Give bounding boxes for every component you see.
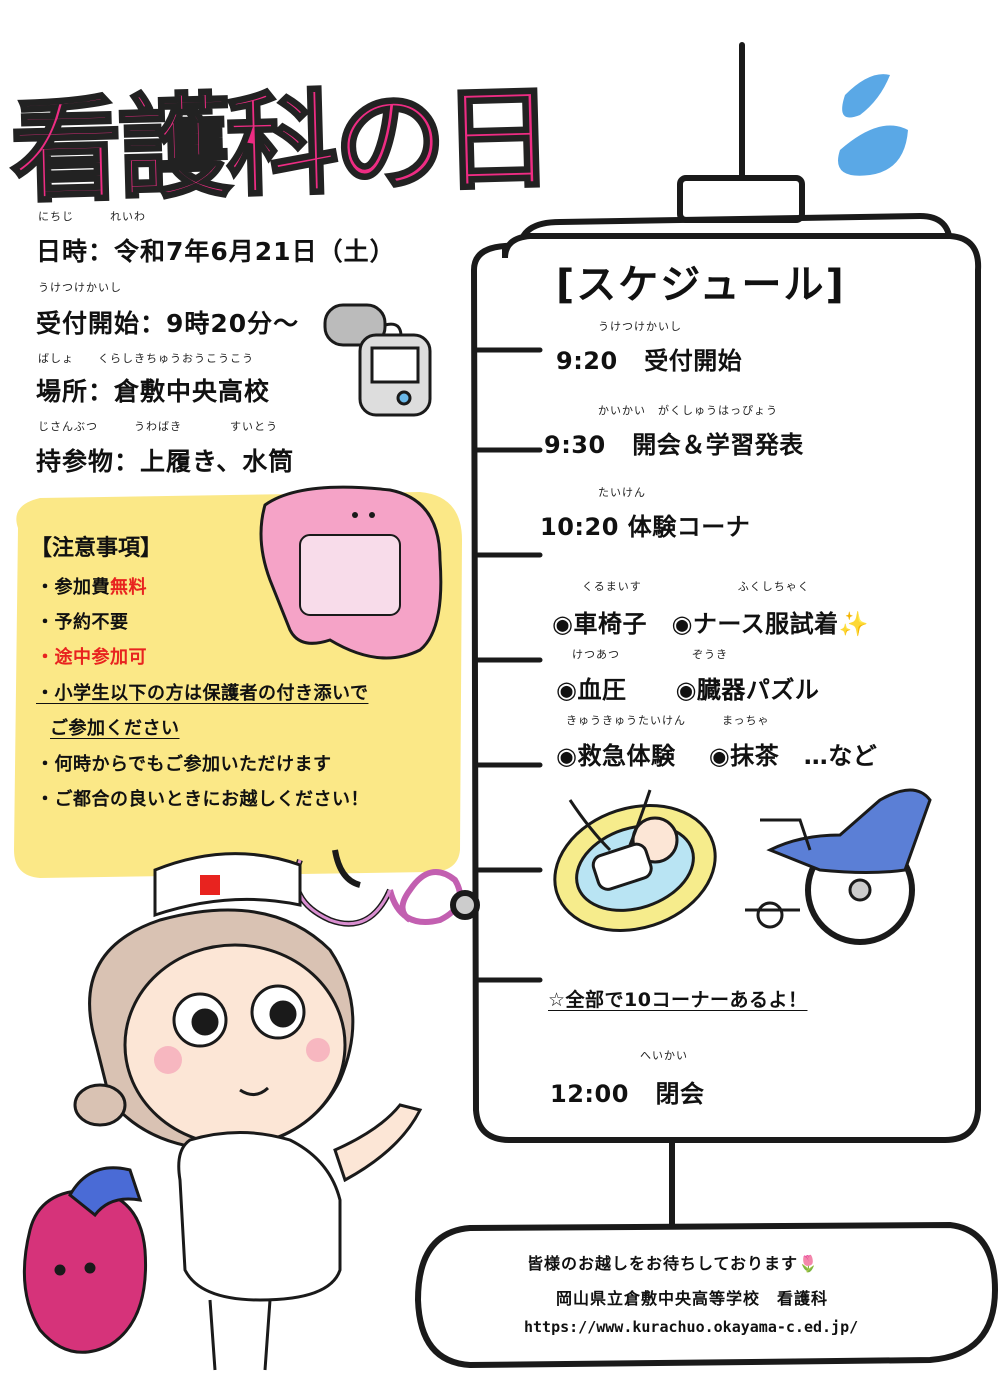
sparkle-icon: ✨ <box>838 610 870 638</box>
notice-fee-value: 無料 <box>110 577 147 598</box>
water-drops-icon <box>838 74 908 176</box>
schedule-label: 受付開始 <box>644 347 743 375</box>
event-date: 日時：令和7年6月21日（土） <box>36 237 396 266</box>
notice-join-midway: ・途中参加可 <box>36 647 147 668</box>
blood-pressure-monitor-icon <box>323 303 432 417</box>
event-place: 場所：倉敷中央高校 <box>36 377 271 406</box>
intestine-illustration <box>259 485 443 660</box>
schedule-item: 10:20 体験コーナ <box>540 507 750 542</box>
schedule-time: 9:30 <box>544 431 606 459</box>
schedule-label: 体験コーナ <box>627 513 751 541</box>
wheelchair-illustration <box>745 788 932 945</box>
reception-start: 受付開始：9時20分～ <box>36 309 300 338</box>
corner-line: ◉車椅子 ◉ナース服試着✨ <box>552 604 869 639</box>
corner-line: ◉救急体験 ◉抹茶 …など <box>556 742 878 770</box>
notice-guardian-line2: ご参加ください <box>50 718 180 739</box>
corner-ruby: けつあつ ぞうき <box>572 648 728 661</box>
tulip-icon: 🌷 <box>798 1254 819 1273</box>
schedule-item: 12:00 閉会 <box>550 1074 704 1109</box>
corner-ruby: くるまいす ふくしちゃく <box>582 580 810 593</box>
all-corners-note: ☆全部で10コーナーあるよ！ <box>548 989 808 1011</box>
notice-fee: ・参加費無料 <box>36 573 147 599</box>
welcome-text: 皆様のお越しをお待ちしております <box>527 1254 799 1273</box>
items-ruby: じさんぶつ うわばき すいとう <box>38 420 278 433</box>
schedule-item-ruby: かいかい がくしゅうはっぴょう <box>598 404 778 417</box>
page-title: 看護科の日 <box>7 72 553 219</box>
corner-ruby: きゅうきゅうたいけん まっちゃ <box>566 714 770 727</box>
baby-bed-illustration <box>553 789 717 932</box>
corner-line: ◉血圧 ◉臓器パズル <box>556 676 820 704</box>
notice-guardian-line1: ・小学生以下の方は保護者の付き添いで <box>36 683 369 704</box>
schedule-heading: [スケジュール] <box>556 262 846 308</box>
footer-school: 岡山県立倉敷中央高等学校 看護科 <box>556 1289 829 1308</box>
school-url-link[interactable]: https://www.kurachuo.okayama-c.ed.jp/ <box>524 1318 859 1336</box>
notice-fee-prefix: ・参加費 <box>36 577 110 598</box>
schedule-item-ruby: うけつけかいし <box>598 320 682 333</box>
heart-illustration <box>22 1166 148 1354</box>
notice-heading: 【注意事項】 <box>30 536 163 561</box>
place-ruby: ばしょ くらしきちゅうおうこうこう <box>38 352 254 365</box>
schedule-time: 12:00 <box>550 1080 629 1108</box>
schedule-time: 9:20 <box>556 347 618 375</box>
schedule-label: 開会＆学習発表 <box>632 431 804 459</box>
scale-ticks <box>473 347 543 983</box>
schedule-item: 9:20 受付開始 <box>556 341 742 376</box>
schedule-item-ruby: たいけん <box>598 486 646 499</box>
iv-drip-illustration <box>414 42 999 1369</box>
schedule-label: 閉会 <box>655 1080 705 1108</box>
notice-no-reservation: ・予約不要 <box>36 612 129 633</box>
schedule-item: 9:30 開会＆学習発表 <box>544 425 804 460</box>
notice-convenience: ・ご都合の良いときにお越しください！ <box>36 789 369 810</box>
schedule-item-ruby: へいかい <box>640 1049 688 1062</box>
items-to-bring: 持参物：上履き、水筒 <box>36 447 295 476</box>
corner-text: ◉車椅子 ◉ナース服試着 <box>552 610 839 638</box>
date-ruby: にちじ れいわ <box>38 210 146 223</box>
reception-ruby: うけつけかいし <box>38 281 122 294</box>
footer-welcome: 皆様のお越しをお待ちしております🌷 <box>527 1250 819 1274</box>
nurse-illustration <box>73 852 423 1371</box>
notice-anytime: ・何時からでもご参加いただけます <box>36 754 332 775</box>
schedule-time: 10:20 <box>540 513 619 541</box>
